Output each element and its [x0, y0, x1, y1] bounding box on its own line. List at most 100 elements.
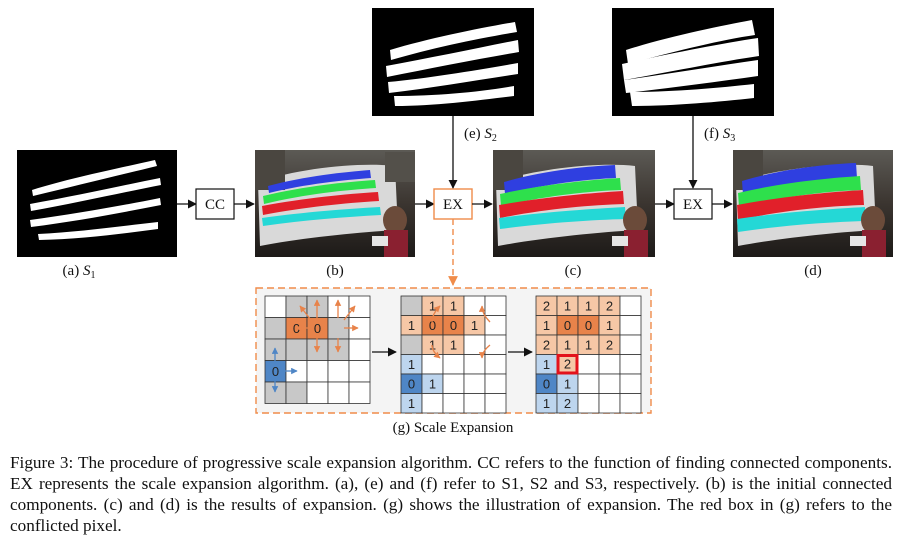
conflict-pixel-value: 2: [564, 357, 571, 372]
grid-cell-value: 1: [450, 337, 457, 352]
grid-cell: [484, 315, 507, 336]
grid-cell: [348, 338, 371, 361]
conflict-pixel-box: [556, 354, 579, 375]
label-f: (f) S3: [704, 126, 735, 144]
grid-cell: [577, 373, 600, 394]
photo-b-image: [255, 150, 415, 257]
grid-cell: [619, 354, 642, 375]
grid-cell-value: 1: [429, 337, 436, 352]
expansion-arrow: [299, 305, 312, 321]
cc-node-label: CC: [205, 197, 225, 213]
grid-cell-value: 0: [429, 318, 436, 333]
grid-cell-value: 2: [606, 298, 613, 313]
grid-cell: [484, 393, 507, 414]
grid-cell: [484, 354, 507, 375]
grid-cell-value: 2: [564, 396, 571, 411]
grid-cell: [442, 373, 465, 394]
expansion-arrow: [431, 305, 441, 323]
expansion-arrow: [478, 344, 491, 359]
grid-cell: [264, 295, 287, 318]
grid-cell-value: 0: [543, 376, 550, 391]
grid-cell-value: 1: [543, 318, 550, 333]
expansion-arrow: [478, 305, 491, 323]
grid-cell-value: 2: [606, 337, 613, 352]
grid-cell-value: 1: [585, 298, 592, 313]
grid-cell-value: 1: [585, 337, 592, 352]
grid-cell-value: 1: [408, 396, 415, 411]
grid-cell: [598, 373, 621, 394]
ex-node-2: [673, 188, 713, 220]
grid-cell-value: 1: [606, 318, 613, 333]
grid-cell-value: 1: [471, 318, 478, 333]
ex-node-2-label: EX: [683, 197, 703, 213]
grid-cell: [484, 295, 507, 316]
grid-cell: [619, 393, 642, 414]
grid-cell: [598, 393, 621, 414]
grid-cell-value: 0: [408, 376, 415, 391]
grid-cell: [442, 393, 465, 414]
grid-cell-value: 1: [450, 298, 457, 313]
grid-cell-value: 2: [543, 337, 550, 352]
photo-c-image: [493, 150, 655, 257]
grid-cell: [577, 354, 600, 375]
grid-cell: [463, 295, 486, 316]
grid-cell: [463, 393, 486, 414]
grid-cell-value: 1: [543, 357, 550, 372]
grid-cell: [327, 360, 350, 383]
label-a: (a) S1: [63, 263, 96, 281]
grid-cell: [348, 381, 371, 404]
label-b: (b): [326, 263, 344, 279]
photo-d-image: [733, 150, 893, 257]
grid-cell: [285, 381, 308, 404]
grid-cell: [619, 373, 642, 394]
grid-cell-value: 1: [543, 396, 550, 411]
grid-cell: [348, 295, 371, 318]
grid-cell: [400, 334, 423, 355]
grid-cell: [577, 393, 600, 414]
grid-cell-value: 0: [450, 318, 457, 333]
grid-cell-value: 2: [543, 298, 550, 313]
grid-cell: [619, 295, 642, 316]
grid-cell: [400, 295, 423, 316]
grid-cell: [598, 354, 621, 375]
grid-cell: [306, 360, 329, 383]
grid-cell: [463, 334, 486, 355]
grid-cell: [442, 354, 465, 375]
grid-cell: [264, 317, 287, 340]
grid-cell-value: 0: [564, 318, 571, 333]
ex-node-1-label: EX: [443, 197, 463, 213]
grid-cell: [285, 295, 308, 318]
grid-cell-value: 0: [585, 318, 592, 333]
grid-cell-value: 0: [272, 364, 279, 379]
grid-cell: [327, 381, 350, 404]
mask-s1-image: [17, 150, 177, 257]
grid-cell: [484, 334, 507, 355]
grid-cell-value: 1: [429, 376, 436, 391]
grid-cell: [463, 373, 486, 394]
mask-s2-image: [372, 8, 534, 116]
grid-cell: [306, 381, 329, 404]
grid-cell: [285, 338, 308, 361]
grid-cell: [348, 360, 371, 383]
grid-cell: [484, 373, 507, 394]
label-e: (e) S2: [464, 126, 497, 144]
grid-cell-value: 1: [408, 357, 415, 372]
label-d: (d): [804, 263, 822, 279]
algorithm-diagram: (a) S1 CC (b) EX (e) S2: [17, 8, 893, 436]
grid-cell: [619, 315, 642, 336]
label-c: (c): [565, 263, 582, 279]
grid-cell-value: 1: [429, 298, 436, 313]
label-g: (g) Scale Expansion: [393, 420, 514, 436]
grid-cell-value: 1: [408, 318, 415, 333]
cc-node: [195, 188, 235, 220]
grid-cell-value: 1: [564, 337, 571, 352]
grid-cell: [619, 334, 642, 355]
grid-cell-value: 1: [564, 376, 571, 391]
grid-cell: [421, 393, 444, 414]
mask-s3-image: [612, 8, 774, 116]
grid-cell-value: 0: [314, 321, 321, 336]
